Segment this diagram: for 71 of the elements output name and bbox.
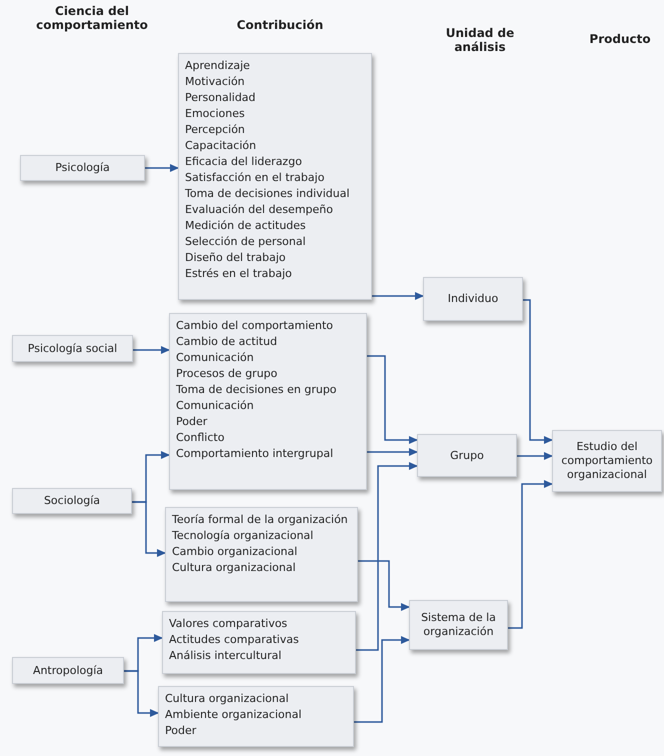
contribution-item: Valores comparativos <box>169 616 288 632</box>
category-box <box>417 434 517 477</box>
column-heading: Ciencia del comportamiento <box>35 4 149 32</box>
contribution-item: Personalidad <box>185 90 256 106</box>
contribution-item: Procesos de grupo <box>176 366 278 382</box>
contribution-item: Conflicto <box>176 430 224 446</box>
node-label: Individuo <box>448 292 498 306</box>
contribution-item: Evaluación del desempeño <box>185 202 333 218</box>
contribution-item: Emociones <box>185 106 245 122</box>
contribution-item: Estrés en el trabajo <box>185 266 292 282</box>
category-box <box>20 155 145 181</box>
category-box <box>12 488 132 514</box>
category-box <box>423 277 523 321</box>
arrow <box>356 462 418 651</box>
contribution-box <box>178 53 372 300</box>
contribution-box <box>158 686 354 747</box>
contribution-item: Cambio de actitud <box>176 334 278 350</box>
contribution-item: Cultura organizacional <box>165 691 289 707</box>
arrow <box>367 355 418 444</box>
contribution-item: Medición de actitudes <box>185 218 306 234</box>
contribution-item: Aprendizaje <box>185 58 250 74</box>
category-box <box>552 430 662 492</box>
contribution-item: Comportamiento intergrupal <box>176 446 334 462</box>
contribution-item: Diseño del trabajo <box>185 250 286 266</box>
arrow <box>367 448 418 456</box>
contribution-item: Cultura organizacional <box>172 560 296 576</box>
contribution-item: Cambio del comportamiento <box>176 318 334 334</box>
arrow <box>517 452 553 460</box>
contribution-item: Actitudes comparativas <box>169 632 299 648</box>
arrow <box>145 164 179 172</box>
arrow <box>372 292 424 300</box>
contribution-item: Poder <box>176 414 208 430</box>
contribution-item: Tecnología organizacional <box>172 528 314 544</box>
node-label: Antropología <box>32 664 104 678</box>
category-box <box>409 600 508 650</box>
node-label: Psicología social <box>28 342 118 356</box>
contribution-item: Ambiente organizacional <box>165 707 302 723</box>
contribution-item: Comunicación <box>176 398 254 414</box>
category-box <box>12 657 124 684</box>
node-label: Sociología <box>44 494 100 508</box>
contribution-item: Toma de decisiones individual <box>185 186 350 202</box>
contribution-box <box>165 507 358 602</box>
arrow <box>354 636 410 723</box>
column-heading: Contribución <box>236 18 324 32</box>
arrow <box>132 501 166 557</box>
contribution-item: Teoría formal de la organización <box>172 512 348 528</box>
contribution-box <box>162 611 356 674</box>
node-label: Grupo <box>450 448 484 462</box>
node-label: Psicología <box>55 161 110 175</box>
node-label: Estudio del comportamiento organizacional <box>560 440 654 482</box>
contribution-item: Análisis intercultural <box>169 648 282 664</box>
contribution-item: Eficacia del liderazgo <box>185 154 302 170</box>
contribution-item: Percepción <box>185 122 245 138</box>
category-box <box>12 335 133 362</box>
contribution-item: Capacitación <box>185 138 256 154</box>
node-label: Sistema de la organización <box>420 611 497 639</box>
contribution-item: Motivación <box>185 74 245 90</box>
arrow <box>508 480 553 629</box>
arrow <box>124 670 159 717</box>
contribution-item: Comunicación <box>176 350 254 366</box>
contribution-item: Cambio organizacional <box>172 544 298 560</box>
contribution-item: Toma de decisiones en grupo <box>176 382 337 398</box>
contribution-box <box>169 313 367 490</box>
contribution-item: Satisfacción en el trabajo <box>185 170 324 186</box>
arrow <box>133 346 170 354</box>
column-heading: Producto <box>588 32 652 46</box>
arrow <box>358 560 410 611</box>
arrow <box>523 299 553 444</box>
contribution-item: Selección de personal <box>185 234 306 250</box>
column-heading: Unidad de análisis <box>444 26 516 54</box>
contribution-item: Poder <box>165 723 196 739</box>
